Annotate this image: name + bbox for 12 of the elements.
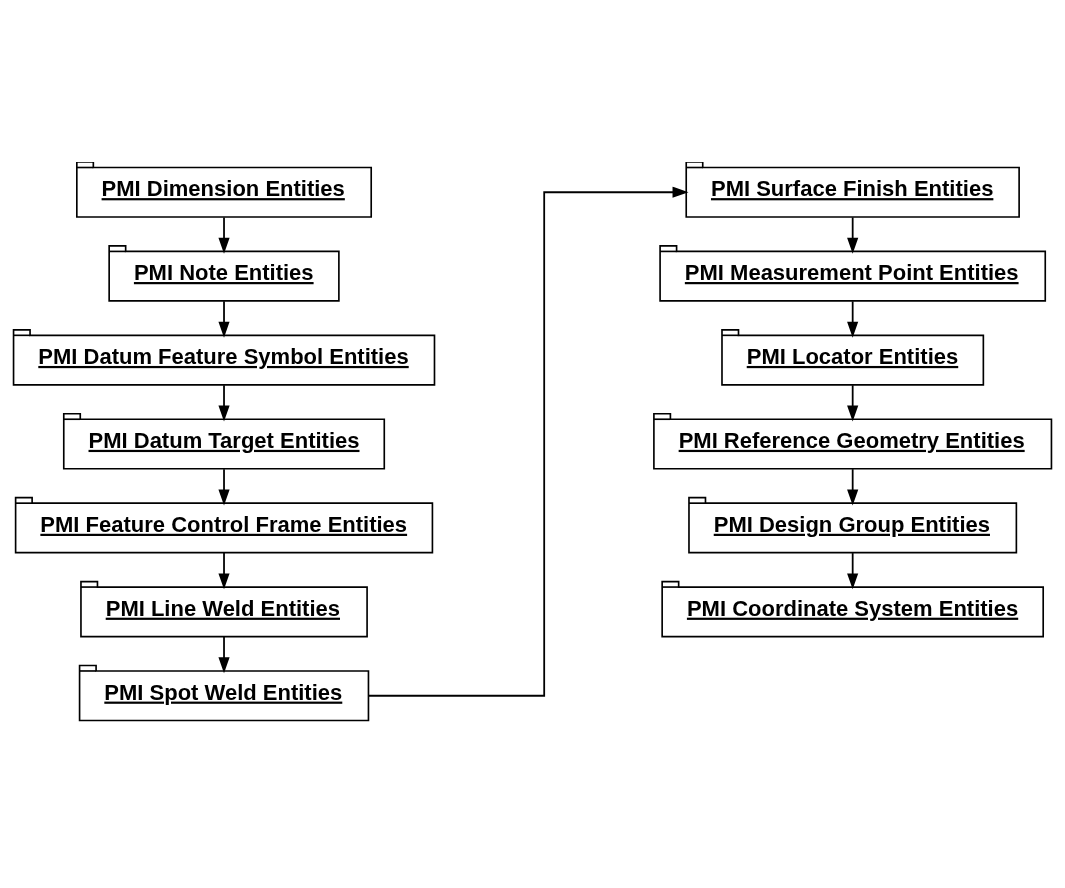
arrow — [847, 384, 859, 422]
arrow — [218, 552, 230, 590]
arrow — [218, 636, 230, 674]
arrow — [847, 216, 859, 254]
arrow — [367, 186, 689, 697]
arrow — [218, 384, 230, 422]
arrow — [847, 552, 859, 590]
arrow — [218, 300, 230, 338]
arrow — [847, 468, 859, 506]
arrow — [218, 468, 230, 506]
arrow — [218, 216, 230, 254]
arrow — [847, 300, 859, 338]
